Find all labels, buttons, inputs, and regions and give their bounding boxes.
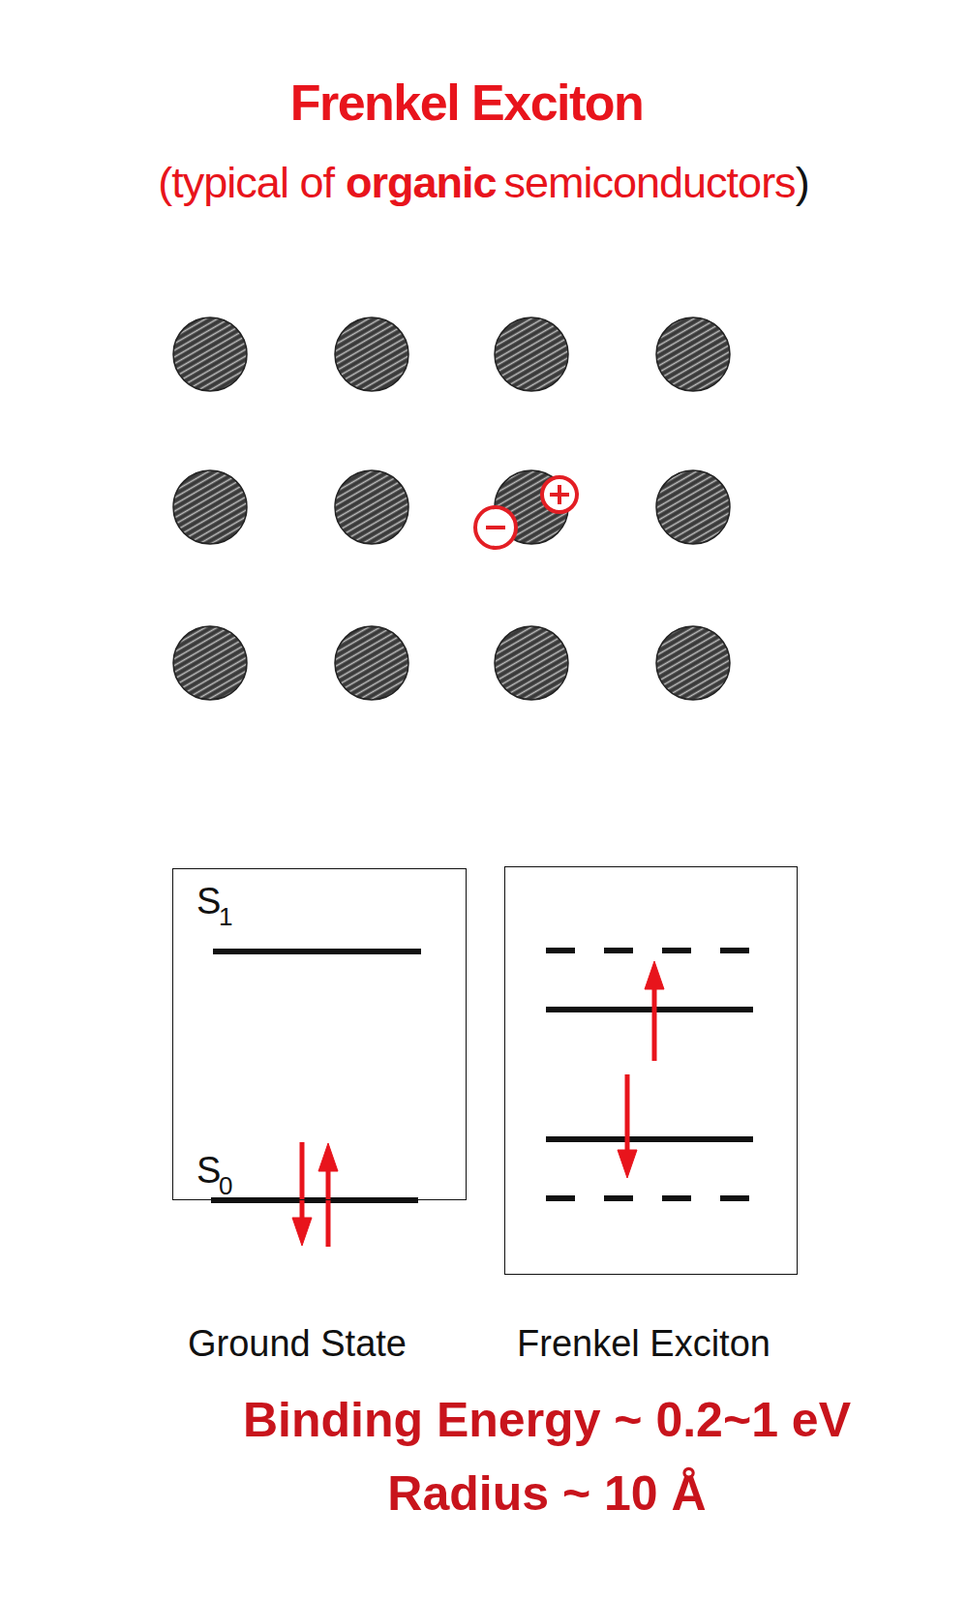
s1-level	[212, 948, 422, 955]
molecule-lattice	[173, 317, 730, 700]
level-subscript: 1	[218, 904, 233, 930]
electron-hole-pair	[475, 477, 577, 548]
molecule	[334, 470, 409, 544]
energy-level-box: Frenkel Exciton	[504, 866, 798, 1275]
molecule	[494, 626, 569, 700]
molecule	[656, 317, 730, 392]
molecule	[494, 317, 569, 392]
subtitle-part: organic	[345, 157, 497, 208]
molecule	[173, 317, 247, 392]
s0-level	[211, 1197, 419, 1204]
subtitle-part: semiconductors	[503, 157, 795, 208]
level-name: S	[196, 1151, 221, 1189]
state-caption: Frenkel Exciton	[516, 1325, 771, 1362]
spin-pair	[292, 1142, 338, 1247]
subtitle-part: )	[795, 157, 810, 208]
state-caption: Ground State	[187, 1325, 407, 1362]
energy-level-box: Ground State	[172, 868, 467, 1201]
molecule	[173, 470, 247, 544]
title: Frenkel Exciton	[290, 77, 644, 128]
subtitle-part: (typical of	[157, 157, 334, 208]
molecule	[656, 626, 730, 700]
subtitle: (typical oforganicsemiconductors)	[0, 160, 967, 205]
exciton-spins	[617, 961, 665, 1179]
molecule	[334, 317, 409, 392]
exciton-levels	[545, 950, 754, 1199]
level-subscript: 0	[218, 1173, 233, 1199]
molecule	[334, 626, 409, 700]
binding-energy: Binding Energy ~ 0.2~1 eV	[242, 1395, 851, 1445]
level-name: S	[196, 882, 221, 920]
radius: Radius ~ 10 Å	[387, 1469, 706, 1518]
molecule	[173, 626, 247, 700]
molecule	[656, 470, 730, 544]
